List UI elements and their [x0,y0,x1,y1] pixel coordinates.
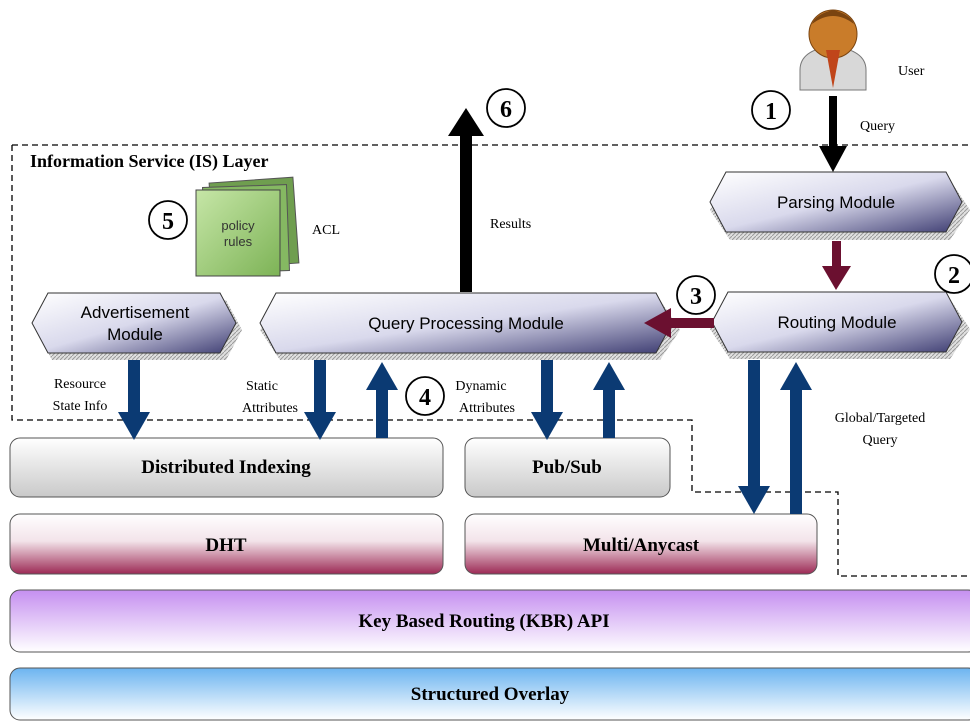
query-processing-module: Query Processing Module [259,292,680,360]
structured-overlay-label: Structured Overlay [411,684,570,705]
step-1-badge: 1 [751,90,791,130]
step-6-badge: 6 [486,88,526,128]
routing-down-arrow [738,360,770,514]
static-attributes-down-arrow [304,360,336,440]
step-6-number: 6 [500,97,512,123]
pubsub-bar [464,437,671,498]
static-attributes-up-arrow [366,362,398,438]
is-layer-title: Information Service (IS) Layer [30,151,268,172]
step-5-number: 5 [162,209,174,235]
results-arrow [448,108,484,292]
kbr-api-bar [9,589,970,653]
global-query-label-line1: Global/Targeted [835,411,926,426]
multicast-label: Multi/Anycast [583,535,700,556]
static-attributes-label-line1: Static [246,379,278,394]
advertisement-module: Advertisement Module [31,292,242,360]
step-4-badge: 4 [405,376,445,416]
acl-label: ACL [312,223,340,238]
dynamic-attributes-label-line2: Attributes [459,401,515,416]
dht-bar [9,513,444,575]
static-attributes-label-line2: Attributes [242,401,298,416]
query-arrow [819,96,847,172]
distributed-indexing-label: Distributed Indexing [141,457,311,478]
dynamic-attributes-down-arrow [531,360,563,440]
dynamic-attributes-up-arrow [593,362,625,438]
step-4-number: 4 [419,385,431,411]
global-query-label-line2: Query [863,433,898,448]
user-label: User [898,64,925,79]
distributed-indexing-bar [9,437,444,498]
parsing-to-routing-arrow [822,241,851,290]
step-3-number: 3 [690,284,702,310]
dht-label: DHT [205,535,247,556]
structured-overlay-bar [9,667,970,721]
pubsub-label: Pub/Sub [532,457,602,478]
step-2-badge: 2 [934,254,970,294]
step-3-badge: 3 [676,275,716,315]
step-2-number: 2 [948,263,960,289]
resource-state-label-line1: Resource [54,377,106,392]
advertisement-label-line2: Module [107,325,163,344]
parsing-module: Parsing Module [709,171,970,240]
kbr-api-label: Key Based Routing (KBR) API [358,611,609,632]
step-5-badge: 5 [148,200,188,240]
multicast-bar [464,513,818,575]
is-layer-boundary [11,144,970,577]
user-icon [799,9,867,91]
results-label: Results [490,217,531,232]
routing-up-arrow [780,362,812,514]
routing-module: Routing Module [710,291,970,359]
dynamic-attributes-label-line1: Dynamic [455,379,506,394]
resource-state-label-line2: State Info [53,399,108,414]
advertisement-down-arrow [118,360,150,440]
query-processing-label: Query Processing Module [368,314,564,333]
routing-module-label: Routing Module [777,313,896,332]
parsing-module-label: Parsing Module [777,193,895,212]
step-1-number: 1 [765,99,777,125]
policy-label-line2: rules [224,234,253,249]
policy-label-line1: policy [221,218,255,233]
advertisement-label-line1: Advertisement [81,303,190,322]
routing-to-query-processing-arrow [644,308,714,338]
policy-rules-icon: policy rules [195,176,300,277]
query-label: Query [860,119,895,134]
